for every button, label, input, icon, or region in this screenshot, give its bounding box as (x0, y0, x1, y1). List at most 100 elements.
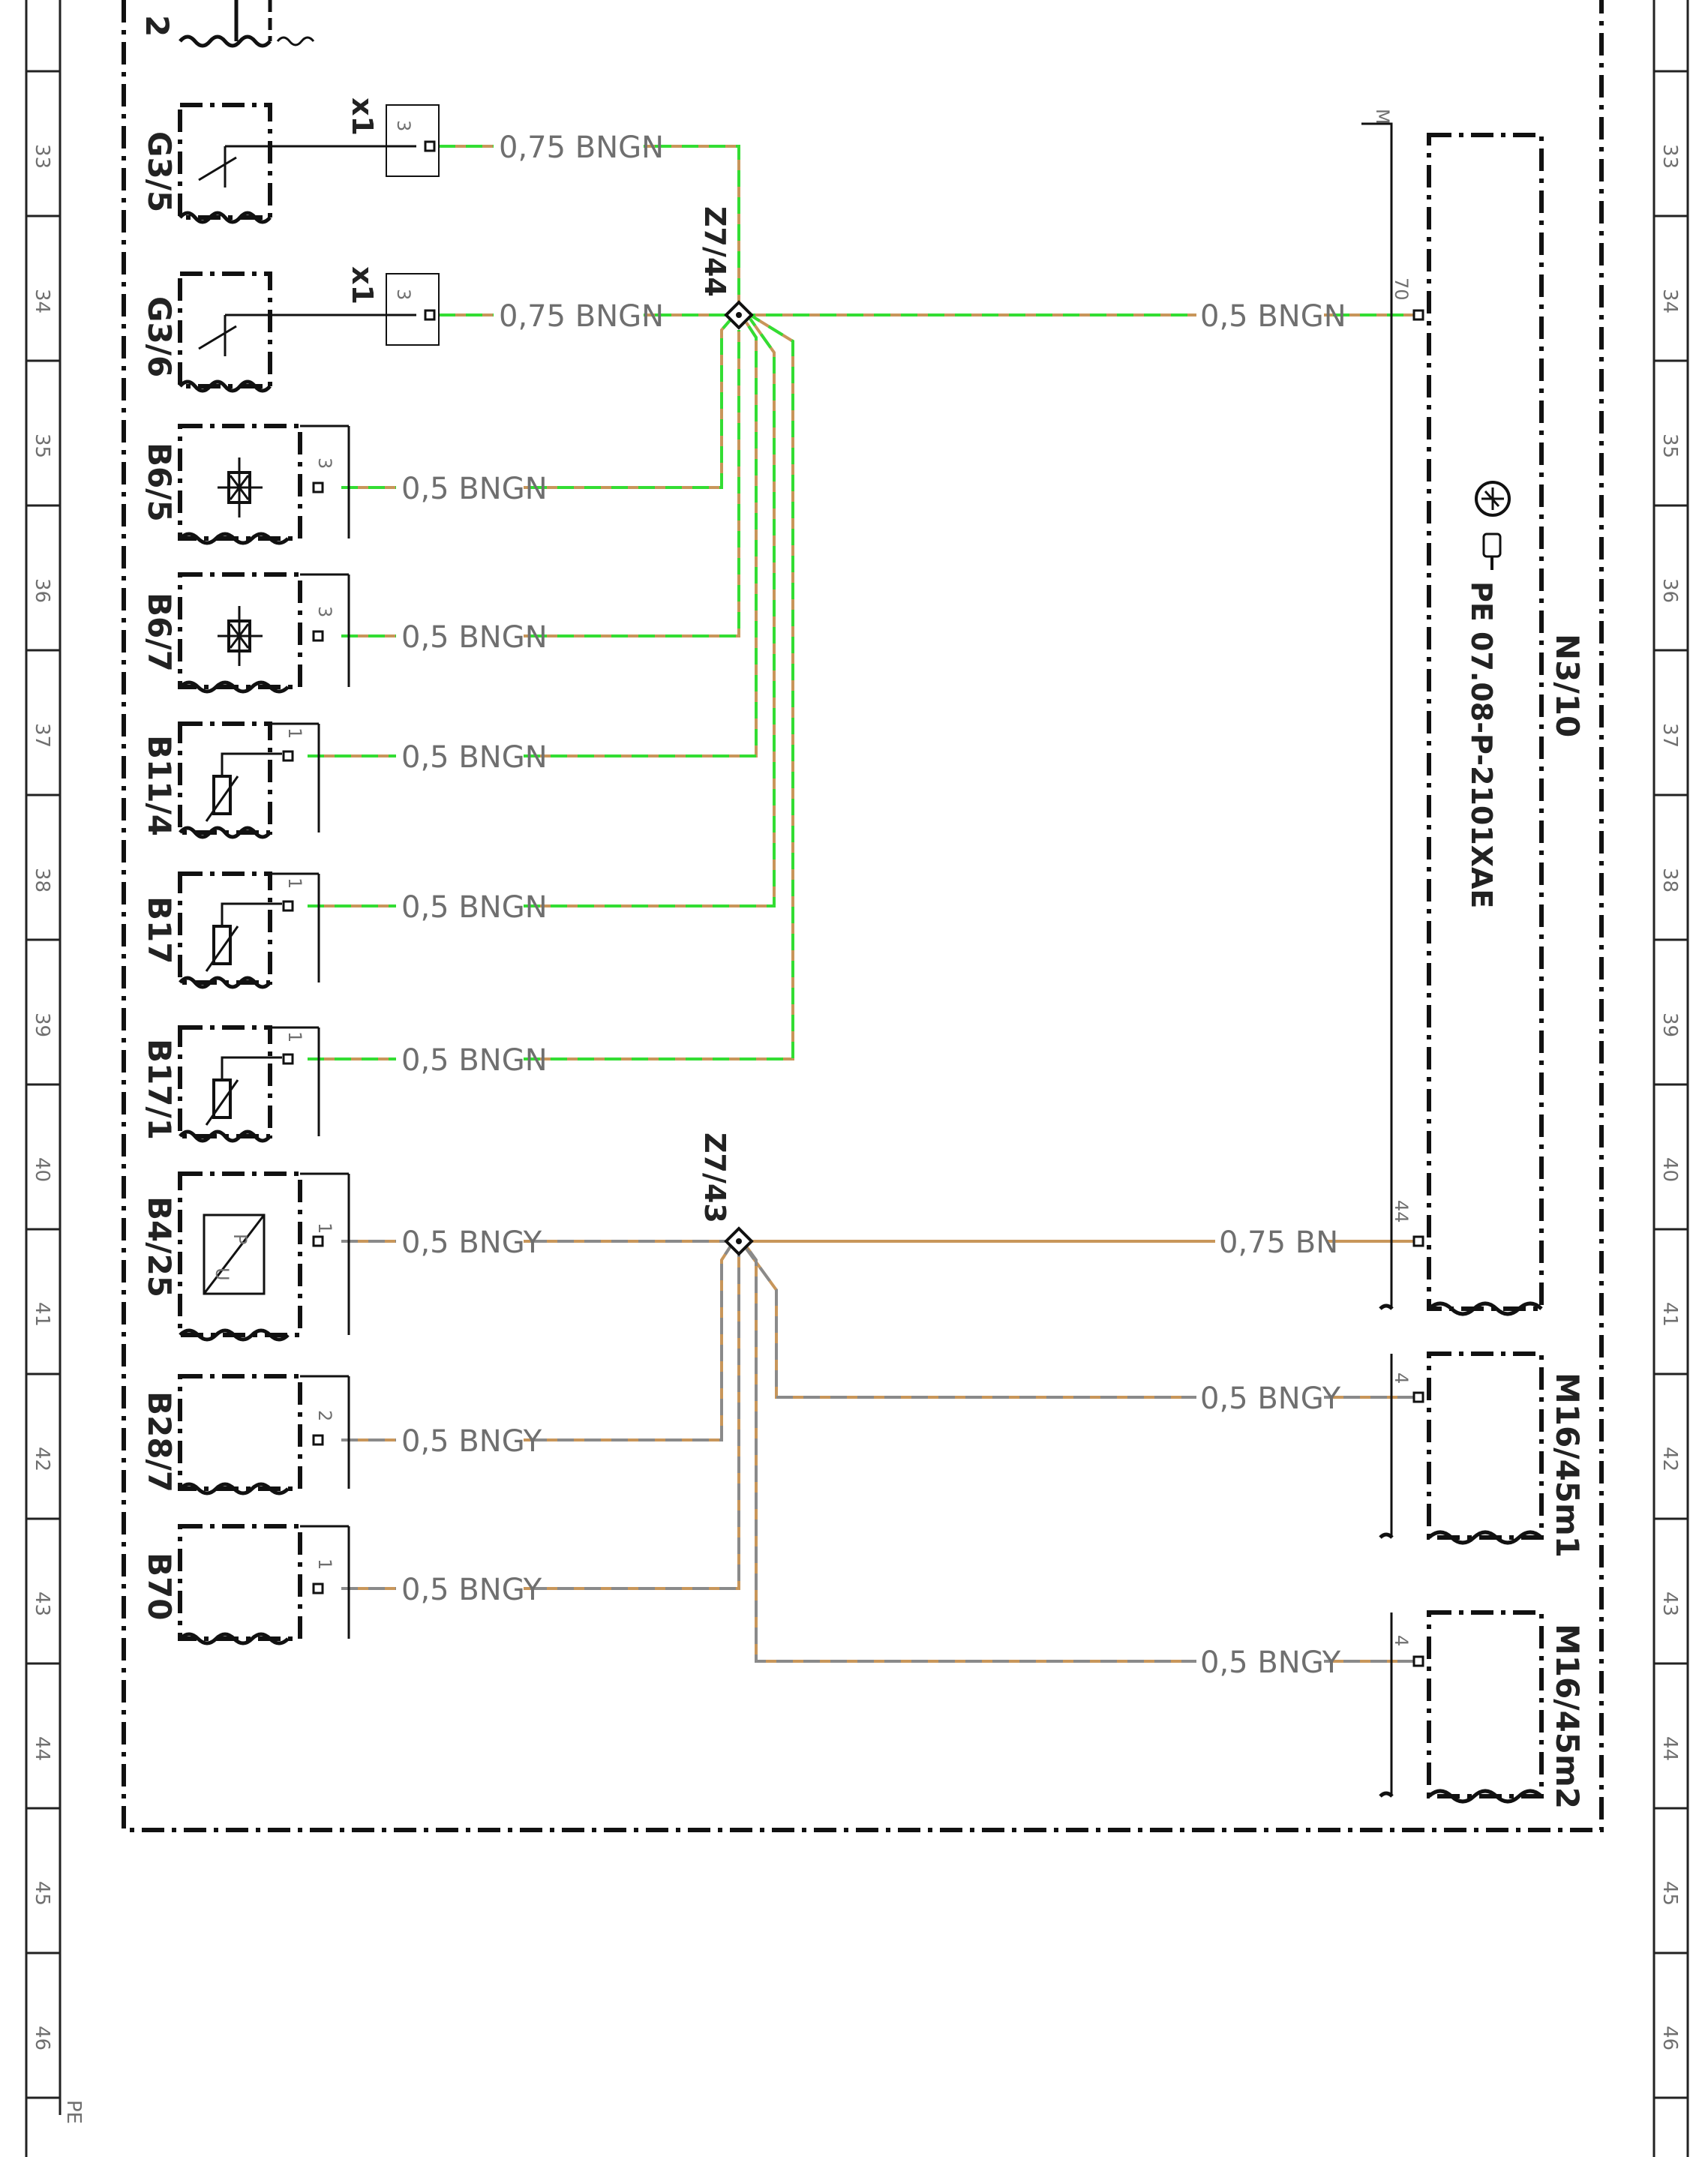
wire-label: 0,5 BNGN (1200, 299, 1346, 334)
wire-bngn (341, 317, 733, 489)
row-number: 38 (31, 868, 53, 892)
splice-z7-43: Z7/43 (698, 1132, 754, 1256)
component-label: B4/25 (141, 1196, 178, 1298)
pin-label: 3 (314, 606, 335, 617)
wire-label: 0,75 BNGN (499, 299, 664, 334)
row-number: 39 (1658, 1012, 1681, 1037)
right-row-rail (1652, 0, 1689, 2157)
row-number: 34 (1658, 289, 1681, 314)
row-number: 46 (1658, 2026, 1681, 2050)
component-label: B70 (141, 1552, 178, 1620)
wire-stripe (308, 321, 758, 758)
wire-label: 0,5 BNGY (401, 1573, 542, 1607)
row-number: 37 (31, 723, 53, 748)
component-label: B11/4 (141, 735, 178, 836)
component-b6-7: B6/7 3 (141, 572, 350, 694)
row-number: 33 (1658, 144, 1681, 169)
wire-bngn (308, 314, 794, 1060)
wire-label: 0,5 BNGN (401, 620, 548, 655)
wire-labels: 0,75 BNGN 0,75 BNGN 0,5 BNGN 0,5 BNGN 0,… (396, 129, 1346, 1680)
component-b6-5: B6/5 3 (141, 424, 350, 545)
wire-stripe (341, 1244, 733, 1442)
connector-mark: M (1372, 109, 1393, 124)
pin-label: 2 (314, 1410, 335, 1421)
top-partial-component: 2 (139, 0, 315, 48)
component-b11-4: B11/4 1 (141, 722, 320, 839)
row-number: 40 (31, 1157, 53, 1182)
component-label: B28/7 (141, 1391, 178, 1492)
wire-stripe (341, 330, 740, 638)
wire-label: 0,5 BNGN (401, 472, 548, 506)
component-g3-5: G3/5 x1 3 (141, 98, 440, 224)
row-number: 45 (31, 1881, 53, 1906)
component-label: B17/1 (141, 1039, 178, 1140)
component-label: N3/10 (1549, 634, 1586, 737)
outer-boundary (122, 0, 1604, 1832)
wire-stripe (745, 1247, 1414, 1399)
wire-label: 0,5 BNGY (1200, 1646, 1341, 1680)
row-number: 35 (1658, 434, 1681, 458)
wire-label: 0,5 BNGY (401, 1226, 542, 1260)
wire-stripe (308, 317, 776, 908)
wire-label: 0,75 BNGN (499, 130, 664, 165)
pin-label: 1 (284, 878, 305, 889)
wire-bngn (439, 145, 740, 308)
wire-label: 0,75 BN (1219, 1226, 1338, 1260)
wire-bngn (308, 321, 758, 758)
document-reference: PE 07.08-P-2101XAE (1465, 581, 1498, 908)
wire-label: 0,5 BNGN (401, 740, 548, 775)
wire-bngy (341, 1252, 740, 1590)
component-label: M16/45m2 (1549, 1624, 1586, 1809)
row-number: 33 (31, 144, 53, 169)
wires-bngn (308, 145, 1414, 1060)
wire-label: 0,5 BNGN (401, 1043, 548, 1078)
wire-bngn (308, 317, 776, 908)
pin-label: 3 (393, 120, 414, 131)
symbol-letter: P (230, 1234, 251, 1244)
row-number: 35 (31, 434, 53, 458)
row-number: 45 (1658, 1881, 1681, 1906)
row-number: 39 (31, 1012, 53, 1037)
pin-label: 1 (284, 1031, 305, 1042)
row-number: 41 (1658, 1302, 1681, 1327)
wire-stripe (439, 145, 740, 308)
pin-label: 4 (1391, 1372, 1412, 1384)
row-number: 46 (31, 2026, 53, 2050)
connector-label: x1 (346, 98, 379, 136)
row-numbers-right: 33 34 35 36 37 38 39 40 41 42 43 44 45 4… (1658, 144, 1681, 2050)
wire-bngy (341, 1244, 733, 1442)
component-g3-6: G3/6 x1 3 (141, 266, 440, 393)
component-b17: B17 1 (141, 872, 320, 989)
row-number: 41 (31, 1302, 53, 1327)
wire-stripe (745, 1245, 1414, 1663)
pointing-hand-icon (1482, 532, 1502, 570)
row-number: 43 (1658, 1592, 1681, 1616)
pin-label: 44 (1391, 1200, 1412, 1223)
wire-label: 0,5 BNGN (401, 890, 548, 925)
row-number: 36 (31, 578, 53, 603)
component-label: B17 (141, 896, 178, 964)
component-label: G3/6 (141, 296, 178, 377)
splice-z7-44: Z7/44 (698, 206, 754, 330)
component-n3-10: M 70 44 N3/10 PE 07.08-P-2101XAE (1361, 109, 1586, 1316)
row-number: 37 (1658, 723, 1681, 748)
row-number: 44 (1658, 1736, 1681, 1761)
wire-bngy (745, 1245, 1414, 1663)
row-number: 38 (1658, 868, 1681, 892)
wire-stripe (341, 1252, 740, 1590)
row-number: 42 (1658, 1447, 1681, 1472)
splice-label: Z7/43 (698, 1132, 731, 1223)
row-number: 43 (31, 1592, 53, 1616)
pin-label: 4 (1391, 1635, 1412, 1646)
pin-label: 1 (314, 1558, 335, 1570)
row-number: 40 (1658, 1157, 1681, 1182)
wire-label: 0,5 BNGY (1200, 1382, 1341, 1416)
component-b70: B70 1 (141, 1524, 350, 1646)
wire-stripe (308, 314, 794, 1060)
component-b17-1: B17/1 1 (141, 1025, 320, 1143)
row-number: 36 (1658, 578, 1681, 603)
component-m16-45m1: 4 M16/45m1 (1379, 1352, 1586, 1558)
row-number: 42 (31, 1447, 53, 1472)
component-b28-7: B28/7 2 (141, 1374, 350, 1496)
